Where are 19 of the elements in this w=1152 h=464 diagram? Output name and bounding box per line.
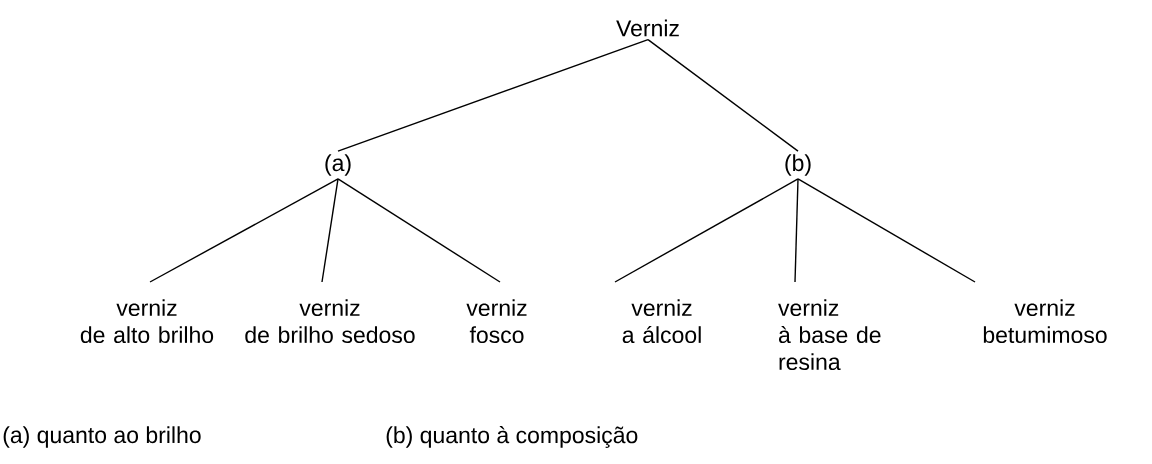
branch-line [337,38,649,152]
leaf-label: verniz betumimoso [983,299,1107,344]
leaf-label: verniz a álcool [622,299,701,344]
branch-line [647,38,799,152]
leaf-label: verniz de brilho sedoso [245,299,415,344]
branch-label: (a) [325,154,351,176]
branch-line [337,178,501,283]
branch-line [797,178,976,283]
leaf-label: verniz de alto brilho [80,299,214,344]
leaf-label: verniz fosco [466,299,527,344]
branch-line [149,178,339,283]
branch-label: (b) [785,154,811,176]
branch-line [321,178,339,283]
legend-note: (b) quanto à composição [386,426,638,448]
branch-label: Verniz [616,19,679,37]
branch-line [614,178,799,283]
leaf-label: verniz à base de resina [778,299,881,371]
legend-note: (a) quanto ao brilho [3,426,201,448]
branch-line [794,178,799,283]
